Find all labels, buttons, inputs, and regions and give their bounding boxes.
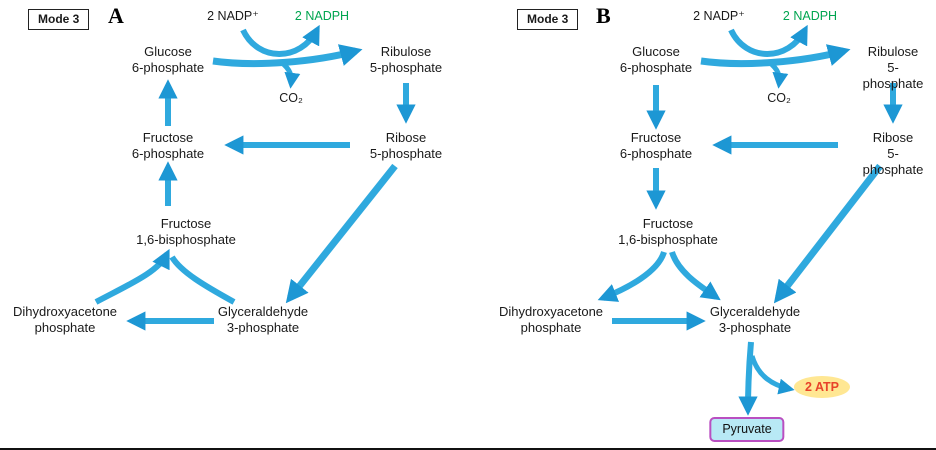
arrow-b-f16bp-to-dhap	[597, 250, 667, 302]
arrow-a-g6p-to-ru5p	[212, 44, 363, 68]
mode-label-a: Mode 3	[28, 9, 90, 30]
arrow-b-f16bp-to-g3p	[669, 250, 721, 301]
metabolite-b-ribulose-5-phosphate: Ribulose 5-phosphate	[862, 44, 924, 91]
arrow-b-nadp-to-nadph	[728, 24, 808, 57]
metabolite-a-fructose-6-phosphate: Fructose 6-phosphate	[131, 130, 205, 161]
panel-letter-b: B	[596, 3, 611, 28]
mode-label-b: Mode 3	[517, 9, 579, 30]
arrow-b-g3p-to-atp	[749, 355, 795, 395]
metabolite-a-dihydroxyacetone-phosphate: Dihydroxyacetone phosphate	[12, 304, 118, 335]
metabolite-a-ribulose-5-phosphate: Ribulose 5-phosphate	[369, 44, 443, 75]
label-b-atp: 2 ATP	[793, 376, 851, 398]
label-b-nadp: 2 NADP⁺	[693, 9, 745, 23]
arrow-b-branch-to-co2	[767, 60, 789, 89]
metabolite-a-ribose-5-phosphate: Ribose 5-phosphate	[369, 130, 443, 161]
metabolite-b-glucose-6-phosphate: Glucose 6-phosphate	[619, 44, 693, 75]
arrow-a-branch-to-co2	[279, 60, 301, 89]
metabolite-b-fructose-6-phosphate: Fructose 6-phosphate	[619, 130, 693, 161]
metabolite-b-ribose-5-phosphate: Ribose 5-phosphate	[862, 130, 924, 177]
label-a-co2: CO₂	[279, 91, 303, 105]
label-a-nadp: 2 NADP⁺	[207, 9, 259, 23]
metabolite-b-pyruvate: Pyruvate	[709, 417, 785, 442]
arrow-b-g6p-to-ru5p	[700, 44, 851, 68]
label-a-nadph: 2 NADPH	[294, 9, 350, 23]
arrow-a-g3p-to-f16bp	[169, 255, 236, 305]
metabolite-a-fructose-16-bisphosphate: Fructose 1,6-bisphosphate	[136, 216, 236, 247]
panel-letter-a: A	[108, 3, 124, 28]
label-b-nadph: 2 NADPH	[782, 9, 838, 23]
metabolite-b-dihydroxyacetone-phosphate: Dihydroxyacetone phosphate	[498, 304, 604, 335]
label-b-co2: CO₂	[767, 91, 791, 105]
arrow-a-nadp-to-nadph	[240, 24, 320, 57]
metabolite-b-glyceraldehyde-3-phosphate: Glyceraldehyde 3-phosphate	[709, 304, 801, 335]
metabolite-b-fructose-16-bisphosphate: Fructose 1,6-bisphosphate	[618, 216, 718, 247]
arrow-a-r5p-to-g3p	[285, 163, 398, 304]
metabolite-a-glucose-6-phosphate: Glucose 6-phosphate	[131, 44, 205, 75]
metabolite-a-glyceraldehyde-3-phosphate: Glyceraldehyde 3-phosphate	[217, 304, 309, 335]
arrow-b-r5p-to-g3p	[773, 163, 883, 304]
arrow-b-g3p-to-pyruvate	[738, 341, 758, 416]
arrow-a-dhap-to-f16bp	[94, 248, 170, 305]
